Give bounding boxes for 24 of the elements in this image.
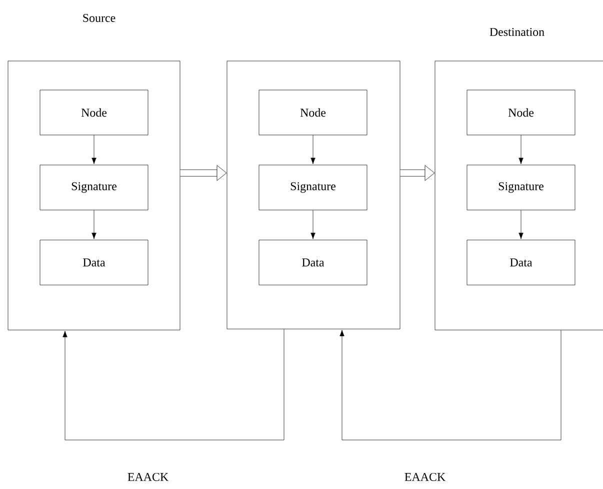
hollow-arrow [400,165,435,181]
panel-box [226,60,400,330]
arrow [310,135,316,164]
hollow-arrow [180,165,227,181]
arrow [518,135,524,164]
arrow [92,135,96,164]
arrow [310,210,316,240]
process-box: Signature [258,164,368,210]
process-box: Signature [40,164,148,210]
edge-label: EAACK [125,470,171,483]
process-box: Data [466,240,576,286]
process-box: Node [466,90,576,136]
process-box: Node [258,90,368,136]
arrow [518,210,524,240]
edge-label: EAACK [402,470,448,483]
arrow [92,210,96,240]
feedback-arrow [62,329,284,440]
process-box: Signature [466,164,576,210]
process-box: Data [258,240,368,286]
heading: Source [83,14,116,22]
heading: Destination [490,28,544,36]
feedback-arrow [340,330,562,440]
process-box: Node [40,90,148,136]
process-box: Data [40,240,148,286]
